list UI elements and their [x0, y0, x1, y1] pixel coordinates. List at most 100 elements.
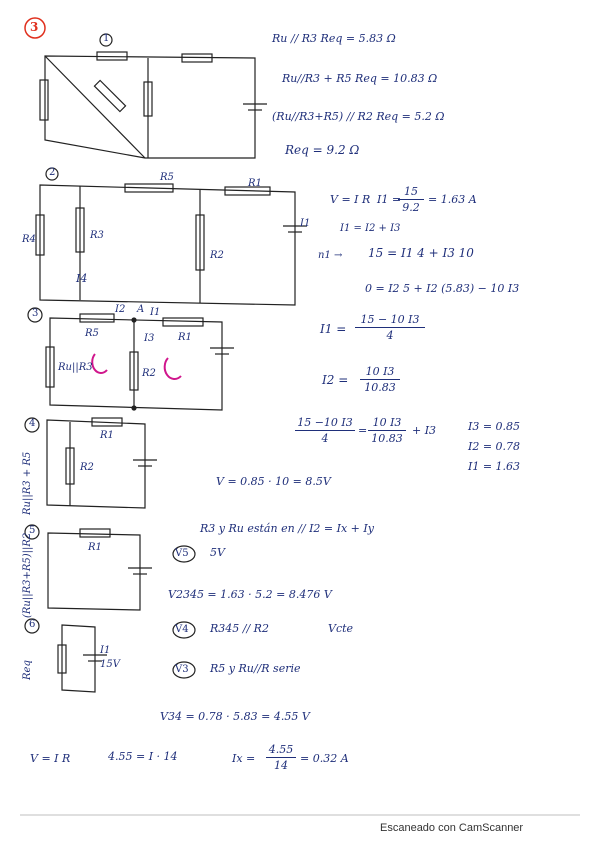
loop-arrow-2: [163, 357, 182, 380]
c3-i1-label: I1: [150, 307, 161, 318]
note-3: (Ru//R3+R5) // R2 Req = 5.2 Ω: [272, 110, 445, 123]
note-7b: 15 = I1 4 + I3 10: [368, 246, 474, 260]
fraction-1-den: 9.2: [402, 201, 420, 214]
circle-v4: [172, 621, 196, 639]
note-20c: Ix =: [232, 752, 256, 765]
note-1: Ru // R3 Req = 5.83 Ω: [272, 32, 396, 45]
fraction-5-num: 4.55: [268, 743, 294, 756]
circled-v4: V4: [175, 624, 189, 635]
fraction-4a-num: 15 −10 I3: [297, 416, 353, 429]
problem-number: 3: [30, 20, 39, 34]
note-5a: V = I R: [330, 193, 371, 206]
c2-i1-label: I1: [300, 218, 311, 229]
equals-sign: =: [358, 424, 368, 437]
note-6: I1 = I2 + I3: [340, 223, 401, 234]
step-6-circle: [24, 618, 40, 634]
note-11-post: + I3: [412, 424, 437, 437]
c3-r5-label: R5: [85, 328, 99, 339]
c2-r2-label: R2: [210, 250, 224, 261]
circle-v3: [172, 661, 196, 679]
note-17b: Vcte: [328, 622, 354, 635]
note-20b: 4.55 = I · 14: [108, 750, 178, 763]
step-6-label: 6: [29, 619, 36, 630]
circled-v5: V5: [175, 548, 189, 559]
note-12b: I2 = 0.78: [468, 440, 521, 453]
note-9: I1 =: [320, 322, 347, 336]
circuit-5: [47, 528, 152, 611]
fraction-4b-den: 10.83: [371, 432, 403, 445]
c3-i3-label: I3: [144, 333, 155, 344]
side-label-step4: Ru||R3 + R5: [22, 451, 33, 515]
c2-ix-label: I4: [76, 272, 88, 285]
step-2-label: 2: [49, 167, 56, 178]
fraction-3-num: 10 I3: [365, 365, 395, 378]
loop-arrow-1: [91, 353, 108, 374]
c3-a-label: A: [137, 304, 145, 315]
c3-r2-label: R2: [142, 368, 156, 379]
note-12a: I3 = 0.85: [468, 420, 521, 433]
fraction-1-num: 15: [404, 185, 418, 198]
fraction-2-den: 4: [386, 329, 394, 342]
c2-r5-label: R5: [160, 172, 174, 183]
fraction-2: 15 − 10 I3 4: [355, 313, 425, 342]
note-20d: = 0.32 A: [300, 752, 349, 765]
note-18: R5 y Ru//R serie: [210, 662, 301, 675]
side-label-step6: Req: [22, 660, 33, 680]
note-5c: = 1.63 A: [428, 193, 477, 206]
note-20a: V = I R: [30, 752, 71, 765]
step-5-label: 5: [29, 525, 36, 536]
note-2: Ru//R3 + R5 Req = 10.83 Ω: [282, 72, 438, 85]
step-3-label: 3: [32, 308, 39, 319]
note-14: R3 y Ru están en // I2 = Ix + Iy: [200, 522, 374, 535]
fraction-1: 15 9.2: [398, 185, 424, 214]
note-19: V34 = 0.78 · 5.83 = 4.55 V: [160, 710, 310, 723]
step-1-circle: [99, 33, 113, 47]
circle-v5: [172, 545, 196, 563]
note-7a: n1 →: [318, 250, 343, 261]
fraction-5: 4.55 14: [266, 743, 296, 772]
step-4-circle: [24, 417, 40, 433]
scanner-footer: Escaneado con CamScanner: [380, 822, 524, 834]
note-13: V = 0.85 · 10 = 8.5V: [216, 475, 331, 488]
fraction-2-num: 15 − 10 I3: [360, 313, 420, 326]
c6-i1-label: I1: [100, 645, 111, 656]
fraction-4a-den: 4: [321, 432, 329, 445]
circuit-6: [57, 624, 107, 693]
c5-r1-label: R1: [88, 542, 102, 553]
note-4: Req = 9.2 Ω: [285, 143, 360, 157]
c2-r4-label: R4: [22, 234, 36, 245]
step-3-circle: [27, 307, 43, 323]
fraction-4b: 10 I3 10.83: [368, 416, 406, 445]
problem-circle: [24, 17, 46, 39]
fraction-4a: 15 −10 I3 4: [295, 416, 355, 445]
circuit-4: [46, 417, 157, 509]
c3-i2-label: I2: [115, 304, 126, 315]
step-4-label: 4: [29, 418, 36, 429]
fraction-3: 10 I3 10.83: [360, 365, 400, 394]
note-8: 0 = I2 5 + I2 (5.83) − 10 I3: [365, 282, 520, 295]
circuit-1: [39, 51, 267, 159]
c4-r1-label: R1: [100, 430, 114, 441]
c6-15v-label: 15V: [100, 659, 120, 670]
note-5b: I1 =: [377, 193, 402, 206]
fraction-5-den: 14: [274, 759, 288, 772]
c4-r2-label: R2: [80, 462, 94, 473]
note-15: 5V: [210, 546, 225, 559]
note-12c: I1 = 1.63: [468, 460, 521, 473]
fraction-4b-num: 10 I3: [372, 416, 402, 429]
step-2-circle: [45, 167, 59, 181]
circuit-2: [35, 183, 307, 306]
fraction-3-den: 10.83: [364, 381, 396, 394]
c3-ru3-label: Ru||R3: [58, 362, 93, 373]
note-17a: R345 // R2: [210, 622, 269, 635]
side-label-step5: (Ru||R3+R5)||R2: [22, 532, 33, 618]
c3-r1-label: R1: [178, 332, 192, 343]
circuit-3: [45, 313, 234, 411]
step-1-label: 1: [103, 33, 110, 44]
note-10: I2 =: [322, 373, 349, 387]
circled-v3: V3: [175, 664, 189, 675]
c2-r3-label: R3: [90, 230, 104, 241]
step-5-circle: [24, 524, 40, 540]
